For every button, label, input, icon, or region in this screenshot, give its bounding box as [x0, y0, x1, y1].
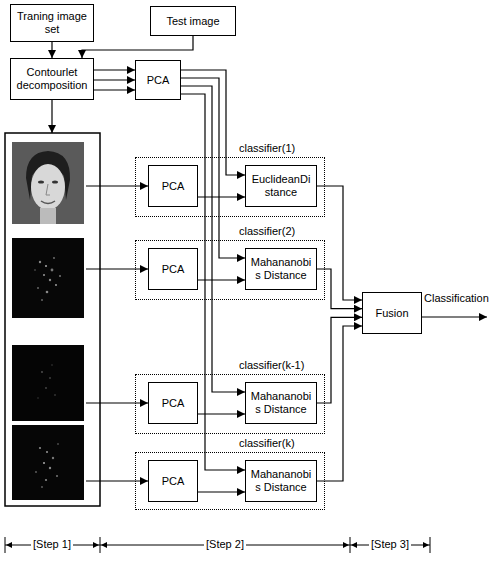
flow-arrow	[317, 317, 362, 403]
classifier-group: classifier(1)PCAEuclideanDistance	[135, 157, 325, 217]
process-box: EuclideanDistance	[245, 165, 317, 207]
output-label: Classification	[422, 292, 491, 305]
flow-arrow	[86, 480, 148, 481]
classifier-group: classifier(k)PCAMahananobis Distance	[135, 452, 325, 510]
image-panel	[5, 133, 100, 506]
process-box: Mahananobis Distance	[245, 460, 317, 502]
flow-arrow	[317, 269, 362, 309]
step-bracket	[5, 537, 430, 553]
flow-arrow	[198, 413, 245, 414]
node-text: Mahananobis Distance	[250, 256, 312, 281]
flow-arrow	[181, 86, 245, 392]
subband-image	[12, 345, 84, 421]
flow-arrow	[198, 196, 245, 197]
flow-arrow	[198, 491, 245, 492]
group-label: classifier(2)	[239, 225, 295, 238]
node-text: EuclideanDistance	[250, 173, 312, 198]
flow-arrow	[94, 79, 135, 80]
flow-arrow	[317, 186, 362, 300]
output-arrow	[422, 316, 487, 317]
subband-image	[12, 238, 84, 318]
flow-arrow	[82, 36, 193, 58]
process-box: Mahananobis Distance	[245, 382, 317, 424]
process-box: PCA	[148, 382, 198, 424]
node-text: PCA	[162, 397, 185, 410]
process-box: Test image	[150, 6, 236, 36]
node-text: PCA	[147, 74, 170, 87]
node-text: Test image	[166, 15, 219, 28]
step-label: [Step 1]	[31, 538, 73, 551]
flow-arrow	[94, 69, 135, 70]
flow-arrow	[317, 326, 362, 481]
flow-arrow	[86, 268, 148, 269]
process-box: PCA	[148, 248, 198, 290]
flow-arrow	[94, 89, 135, 90]
process-box: Contourlet decomposition	[10, 58, 94, 100]
flow-arrow	[86, 402, 148, 403]
node-text: PCA	[162, 263, 185, 276]
step-label: [Step 2]	[204, 538, 246, 551]
group-label: classifier(k-1)	[239, 359, 304, 372]
node-text: Fusion	[375, 307, 408, 320]
flow-arrow	[51, 100, 52, 133]
node-text: PCA	[162, 475, 185, 488]
node-text: Mahananobis Distance	[250, 468, 312, 493]
subband-image	[12, 425, 84, 500]
classifier-group: classifier(k-1)PCAMahananobis Distance	[135, 374, 325, 434]
node-text: Mahananobis Distance	[250, 390, 312, 415]
group-label: classifier(1)	[239, 142, 295, 155]
node-text: Traning image set	[15, 10, 89, 35]
process-box: Traning image set	[10, 4, 94, 42]
flow-arrow	[51, 42, 52, 58]
node-text: PCA	[162, 180, 185, 193]
face-image	[12, 142, 84, 224]
node-text: Contourlet decomposition	[15, 66, 89, 91]
group-label: classifier(k)	[239, 437, 295, 450]
flow-arrow	[86, 185, 148, 186]
process-box: PCA	[148, 460, 198, 502]
process-box: Fusion	[362, 292, 422, 334]
process-box: PCA	[135, 60, 181, 100]
step-label: [Step 3]	[369, 538, 411, 551]
process-box: Mahananobis Distance	[245, 248, 317, 290]
process-box: PCA	[148, 165, 198, 207]
classifier-group: classifier(2)PCAMahananobis Distance	[135, 240, 325, 300]
flow-arrow	[198, 279, 245, 280]
